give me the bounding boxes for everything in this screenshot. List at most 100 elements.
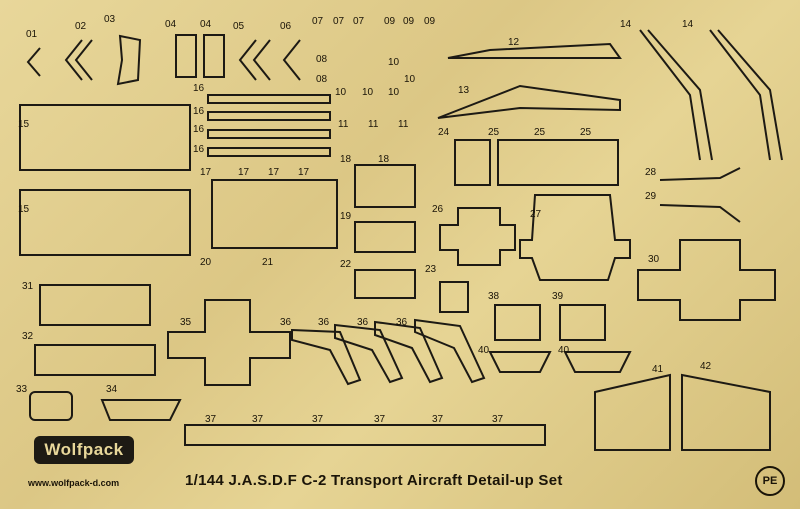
part-number: 33 — [16, 384, 28, 395]
part-number: 16 — [193, 124, 205, 135]
part-number: 13 — [458, 85, 470, 96]
part-number: 14 — [682, 19, 694, 30]
part-number: 02 — [75, 21, 87, 32]
part-number: 16 — [193, 106, 205, 117]
part-number: 17 — [298, 167, 310, 178]
part-rail — [207, 94, 331, 104]
part-number: 42 — [700, 361, 712, 372]
part-number: 22 — [340, 259, 352, 270]
part-number: 38 — [488, 291, 500, 302]
part-grid — [354, 269, 416, 299]
part-plate — [494, 304, 541, 341]
part-number: 41 — [652, 364, 664, 375]
part-number: 37 — [312, 414, 324, 425]
part-number: 14 — [620, 19, 632, 30]
part-number: 21 — [262, 257, 274, 268]
part-number: 25 — [580, 127, 592, 138]
part-stair — [374, 320, 444, 384]
part-number: 19 — [340, 211, 352, 222]
part-rod — [659, 167, 741, 181]
pe-mark: PE — [755, 466, 785, 496]
part-number: 09 — [424, 16, 436, 27]
part-rail — [207, 129, 331, 139]
part-number: 40 — [478, 345, 490, 356]
part-number: 11 — [338, 119, 349, 130]
part-panel — [519, 194, 631, 281]
part-cross — [439, 207, 516, 266]
part-number: 03 — [104, 14, 116, 25]
part-strut — [447, 42, 622, 59]
part-rect — [203, 34, 225, 78]
part-number: 07 — [353, 16, 365, 27]
part-leg — [709, 29, 783, 161]
part-leg — [639, 29, 713, 161]
part-number: 25 — [534, 127, 546, 138]
part-number: 37 — [432, 414, 444, 425]
part-box — [497, 139, 619, 186]
part-grid — [354, 221, 416, 253]
part-number: 26 — [432, 204, 444, 215]
part-number: 18 — [340, 154, 352, 165]
part-tray — [100, 399, 182, 421]
part-number: 36 — [357, 317, 369, 328]
part-stair — [334, 323, 404, 384]
part-flap — [594, 373, 671, 451]
part-number: 23 — [425, 264, 437, 275]
part-number: 40 — [558, 345, 570, 356]
part-number: 16 — [193, 144, 205, 155]
part-number: 29 — [645, 191, 657, 202]
part-plate — [559, 304, 606, 341]
part-chevron — [64, 39, 93, 81]
part-number: 31 — [22, 281, 34, 292]
part-number: 24 — [438, 127, 450, 138]
part-panel — [211, 179, 338, 249]
part-number: 30 — [648, 254, 660, 265]
part-number: 01 — [26, 29, 38, 40]
part-number: 09 — [403, 16, 415, 27]
part-number: 08 — [316, 74, 328, 85]
part-number: 15 — [18, 204, 30, 215]
part-number: 36 — [396, 317, 408, 328]
part-plate — [488, 351, 552, 373]
part-chevron — [26, 47, 41, 77]
part-number: 20 — [200, 257, 212, 268]
part-stair — [291, 328, 362, 386]
part-number: 05 — [233, 21, 245, 32]
part-number: 37 — [252, 414, 264, 425]
part-bracket — [116, 34, 142, 86]
part-number: 09 — [384, 16, 396, 27]
part-number: 37 — [205, 414, 217, 425]
part-ladder — [19, 189, 191, 256]
part-number: 10 — [388, 57, 400, 68]
part-number: 16 — [193, 83, 205, 94]
part-number: 27 — [530, 209, 542, 220]
part-rail — [207, 111, 331, 121]
part-number: 18 — [378, 154, 390, 165]
part-number: 17 — [238, 167, 250, 178]
part-rail — [207, 147, 331, 157]
website-url: www.wolfpack-d.com — [28, 478, 120, 488]
part-chevron — [282, 39, 301, 81]
part-rect — [175, 34, 197, 78]
part-frame — [39, 284, 151, 326]
part-number: 10 — [388, 87, 400, 98]
part-ladder — [34, 344, 156, 376]
part-number: 34 — [106, 384, 118, 395]
part-number: 25 — [488, 127, 500, 138]
part-stair — [414, 318, 486, 384]
set-title: 1/144 J.A.S.D.F C-2 Transport Aircraft D… — [185, 472, 563, 489]
part-ladder — [19, 104, 191, 171]
part-number: 32 — [22, 331, 34, 342]
part-flap — [681, 373, 771, 451]
part-number: 17 — [200, 167, 212, 178]
part-number: 10 — [362, 87, 374, 98]
part-number: 37 — [492, 414, 504, 425]
part-number: 37 — [374, 414, 386, 425]
part-number: 15 — [18, 119, 30, 130]
part-box — [454, 139, 491, 186]
brand-logo: Wolfpack — [34, 436, 134, 464]
part-box — [29, 391, 73, 421]
part-cross — [167, 299, 291, 386]
